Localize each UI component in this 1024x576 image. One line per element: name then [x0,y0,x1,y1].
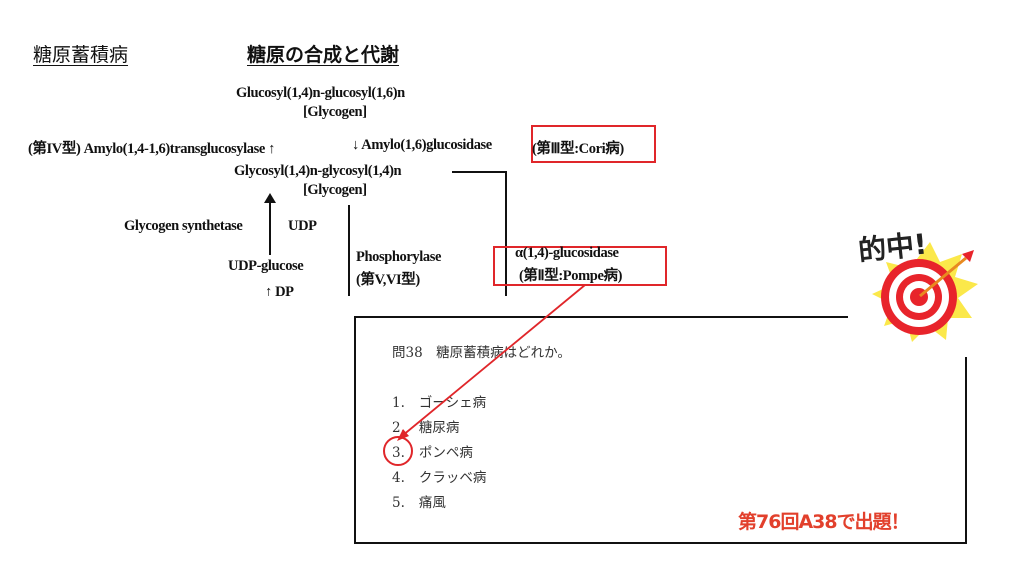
box-border-top [354,316,848,318]
option-label: 糖尿病 [418,420,460,436]
option-label: ゴーシェ病 [418,395,487,411]
option-number: 1. [392,395,405,411]
udp-label: UDP [288,218,317,234]
correct-answer-circle [383,436,413,466]
dp-label: ↑ DP [265,284,294,296]
top-glycogen: [Glycogen] [303,104,367,120]
phosphorylase-line [348,205,350,296]
debranch-enzyme: ↓ Amylo(1,6)glucosidase [352,137,492,153]
type4-enzyme: (第IV型) Amylo(1,4-1,6)transglucosylase ↑ [28,141,275,157]
option-label: クラッベ病 [418,470,487,486]
mid-glycogen: [Glycogen] [303,182,367,198]
arrow-up-icon: ↑ [265,284,272,296]
badge-text: 的中! [856,227,929,268]
exam-source-note: 第76回A38で出題！ [738,511,910,533]
question-text: 問38 糖原蓄積病はどれか。 [392,345,571,361]
dp-text: DP [275,284,294,296]
glycogen-synthetase: Glycogen synthetase [124,218,243,234]
type56-label: (第V,VI型) [356,272,420,288]
type3-label: (第Ⅲ型:Cori病) [532,141,624,157]
box-border-left [354,316,356,544]
page-heading-center: 糖原の合成と代謝 [247,44,400,66]
arrow-up-icon [264,193,276,203]
page-heading-left: 糖原蓄積病 [33,44,129,66]
type2-label: (第Ⅱ型:Pompe病) [519,268,623,284]
option-number: 4. [392,470,405,486]
answer-option: 1. ゴーシェ病 [392,391,486,411]
alpha-glucosidase: α(1,4)-glucosidase [515,245,619,261]
pointer-arrow-line [401,284,586,437]
arrowhead-icon [397,429,409,441]
option-label: 痛風 [418,495,446,511]
top-compound: Glucosyl(1,4)n-glucosyl(1,6)n [236,85,405,101]
box-border-right [965,357,967,544]
type2-highlight-box [493,246,667,286]
synthesis-arrow-shaft [269,202,271,255]
option-number: 5. [392,495,405,511]
box-border-bottom [354,542,967,544]
type3-highlight-box [531,125,656,163]
answer-option: 4. クラッベ病 [392,466,486,486]
bullseye-icon [872,242,978,342]
connector-line [505,171,507,296]
udp-glucose: UDP-glucose [228,258,304,274]
phosphorylase-label: Phosphorylase [356,249,442,265]
mid-compound: Glycosyl(1,4)n-glycosyl(1,4)n [234,163,402,179]
answer-option: 5. 痛風 [392,491,446,511]
option-label: ポンペ病 [418,445,473,461]
connector-line [452,171,507,173]
